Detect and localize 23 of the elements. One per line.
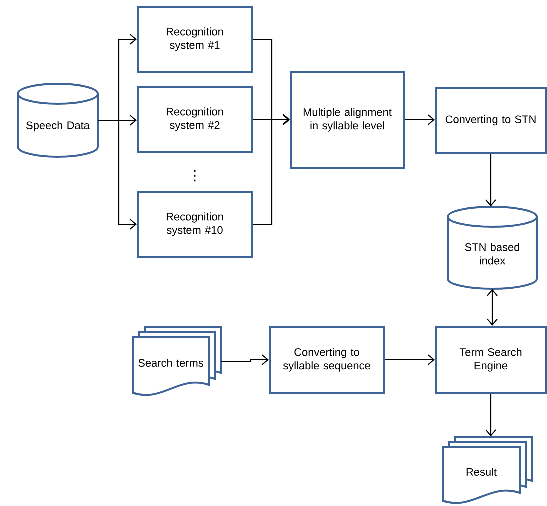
arrow [385,354,435,366]
arrow [253,114,290,125]
process-box: Recognition system #10 [137,191,253,258]
arrow [98,120,138,230]
process-box: Term Search Engine [435,326,547,394]
node-label: Result [466,468,497,476]
process-box: Recognition system #1 [137,6,253,73]
process-box: Converting to syllable sequence [269,326,385,394]
database-cylinder: Speech Data [17,83,99,158]
arrow [486,394,496,437]
arrow [487,289,498,326]
process-box: Multiple alignment in syllable level [290,71,405,169]
arrow [253,114,290,226]
database-cylinder: STN based index [447,206,538,290]
arrow [405,114,435,126]
document-stack: Search terms [132,326,222,396]
ellipsis-label: ⋮ [194,170,196,182]
arrow [221,354,270,366]
process-box: Recognition system #2 [137,86,253,153]
node-label: STN based index [465,243,520,265]
document-stack: Result [442,436,533,504]
process-box: Converting to STN [435,87,547,154]
arrow [486,154,496,207]
